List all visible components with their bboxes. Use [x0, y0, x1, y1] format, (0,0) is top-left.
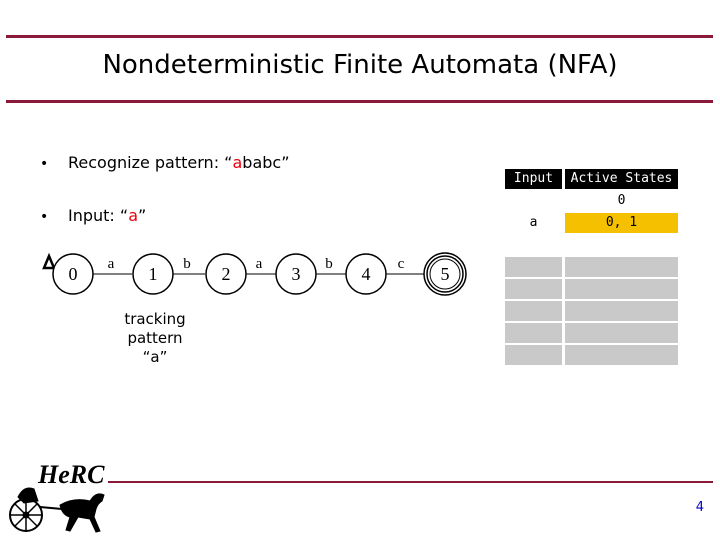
state-5-accepting: 5 — [423, 252, 467, 296]
table-cell-input — [505, 301, 562, 321]
input-close-quote: ” — [138, 206, 147, 225]
table-cell-input — [505, 279, 562, 299]
top-rule — [6, 35, 713, 38]
table-cell-states — [565, 345, 678, 365]
slide-title: Nondeterministic Finite Automata (NFA) — [102, 50, 618, 80]
bullet-recognize-pattern: • Recognize pattern: “ababc” — [40, 153, 289, 172]
state-label: 5 — [441, 264, 450, 284]
bullet-input: • Input: “a” — [40, 206, 146, 225]
annotation-line: pattern — [127, 329, 183, 347]
state-label: 4 — [362, 264, 371, 284]
pattern-rest: babc” — [242, 153, 290, 172]
page-number: 4 — [695, 500, 704, 515]
table-cell-states: 0 — [565, 191, 678, 211]
state-4: 4 — [345, 253, 387, 295]
input-highlight: a — [128, 206, 139, 225]
table-cell-input — [505, 323, 562, 343]
pattern-label: Recognize pattern: — [68, 153, 225, 172]
chariot-horse-icon — [9, 487, 105, 533]
state-label: 1 — [149, 264, 158, 284]
state-label: 0 — [69, 264, 78, 284]
nfa-diagram: 0 1 2 3 4 5 a b a b c — [42, 252, 467, 296]
state-1: 1 — [132, 253, 174, 295]
annotation-line: “a” — [142, 348, 168, 366]
input-open-quote: “ — [119, 206, 129, 225]
title-divider — [6, 100, 713, 103]
state-label: 2 — [222, 264, 231, 284]
annotation-line: tracking — [124, 310, 186, 328]
state-label: 3 — [292, 264, 301, 284]
table-cell-states — [565, 301, 678, 321]
transition-label-a: a — [108, 256, 115, 272]
herc-logo: HeRC — [9, 460, 105, 533]
transition-label-b: b — [183, 256, 191, 272]
pattern-highlight: a — [232, 153, 243, 172]
table-cell-input — [505, 345, 562, 365]
tracking-annotation: tracking pattern “a” — [110, 310, 200, 367]
input-label: Input: — [68, 206, 120, 225]
table-cell-states — [565, 279, 678, 299]
transition-label-b: b — [325, 256, 333, 272]
state-2: 2 — [205, 253, 247, 295]
start-arrow-icon — [42, 252, 56, 270]
table-cell-input — [505, 191, 562, 211]
pattern-open-quote: “ — [224, 153, 233, 172]
header-input: Input — [505, 169, 562, 189]
bullet-dot-icon: • — [40, 156, 49, 172]
table-cell-input: a — [505, 213, 562, 233]
transition-label-c: c — [398, 256, 405, 272]
state-0: 0 — [52, 253, 94, 295]
transition-label-a: a — [256, 256, 263, 272]
table-cell-states-active: 0, 1 — [565, 213, 678, 233]
table-cell-states — [565, 323, 678, 343]
table-cell-states — [565, 257, 678, 277]
footer-rule — [108, 481, 713, 483]
header-active-states: Active States — [565, 169, 678, 189]
table-cell-input — [505, 257, 562, 277]
bullet-dot-icon: • — [40, 209, 49, 225]
state-3: 3 — [275, 253, 317, 295]
logo-text: HeRC — [37, 460, 105, 489]
